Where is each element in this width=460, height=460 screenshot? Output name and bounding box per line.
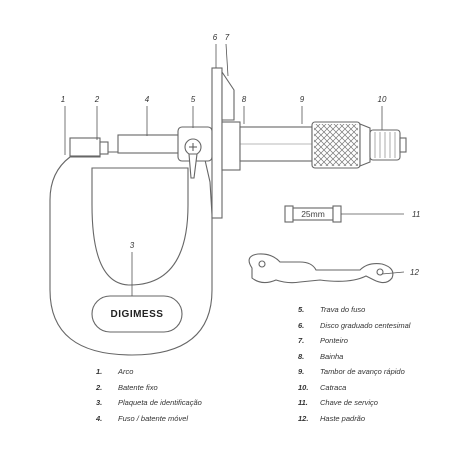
legend-number: 5. [298, 305, 305, 314]
callout-7: 7 [225, 33, 230, 42]
legend-item: 3. Plaqueta de identificação [96, 395, 202, 411]
fixed-anvil [69, 137, 101, 157]
standard-bar-end-left [284, 205, 294, 223]
legend-item: 12. Haste padrão [298, 411, 410, 427]
callout-11: 11 [412, 210, 420, 219]
sleeve [221, 121, 241, 171]
legend-number: 2. [96, 382, 103, 392]
legend-text: Catraca [320, 382, 347, 392]
legend-text: Trava do fuso [320, 305, 366, 314]
legend-text: Haste padrão [320, 413, 366, 423]
legend-item: 8. Bainha [298, 349, 410, 365]
standard-bar-end-right [332, 205, 342, 223]
legend-left: 1. Arco 2. Batente fixo 3. Plaqueta de iden… [96, 364, 202, 426]
thimble-taper [359, 123, 371, 167]
legend-number: 12. [298, 413, 309, 423]
legend-number: 7. [298, 336, 305, 345]
wrench-hole-right [376, 268, 384, 276]
legend-number: 4. [96, 413, 103, 423]
legend-item: 9. Tambor de avanço rápido [298, 364, 410, 380]
legend-text: Fuso / batente móvel [118, 413, 189, 423]
legend-text: Chave de serviço [320, 398, 378, 407]
legend-text: Ponteiro [320, 336, 348, 345]
legend-number: 10. [298, 382, 309, 392]
legend-right: 5. Trava do fuso 6. Disco graduado centesi… [298, 302, 410, 426]
spindle-lock-cross-icon [189, 143, 197, 151]
callout-6: 6 [213, 33, 218, 42]
legend-item: 5. Trava do fuso [298, 302, 410, 318]
callout-9: 9 [300, 95, 305, 104]
legend-item: 10. Catraca [298, 380, 410, 396]
thimble-knurl [314, 124, 358, 166]
callout-4: 4 [145, 95, 150, 104]
legend-number: 1. [96, 367, 103, 376]
legend-number: 3. [96, 398, 103, 407]
pointer [221, 70, 235, 121]
callout-1: 1 [61, 95, 65, 104]
callout-12: 12 [410, 268, 419, 277]
identification-plate [91, 295, 183, 333]
legend-number: 11. [298, 398, 308, 407]
spindle-lock-lever [188, 153, 198, 179]
ratchet-ribs [374, 132, 396, 158]
legend-text: Disco graduado centesimal [320, 320, 411, 330]
spindle [117, 134, 183, 154]
ratchet-cap [399, 137, 407, 153]
brand-logo: DIGIMESS [111, 309, 164, 320]
legend-item: 2. Batente fixo [96, 380, 202, 396]
callout-5: 5 [191, 95, 196, 104]
callout-2: 2 [94, 95, 100, 104]
leader-12 [381, 271, 405, 275]
callout-3: 3 [130, 241, 135, 250]
legend-text: Bainha [320, 351, 344, 361]
standard-bar-label: 25mm [301, 209, 325, 219]
legend-text: Plaqueta de identificação [118, 398, 202, 407]
legend-item: 11. Chave de serviço [298, 395, 410, 411]
legend-number: 9. [298, 367, 305, 376]
legend-item: 6. Disco graduado centesimal [298, 318, 410, 334]
legend-item: 1. Arco [96, 364, 202, 380]
frame-throat [91, 167, 189, 286]
wrench-hole-left [258, 260, 266, 268]
legend-text: Arco [118, 367, 134, 376]
leader-7 [225, 43, 229, 77]
legend-number: 8. [298, 351, 305, 361]
callout-10: 10 [378, 95, 387, 104]
fixed-anvil-tip [99, 141, 109, 155]
legend-text: Batente fixo [118, 382, 158, 392]
legend-text: Tambor de avanço rápido [320, 367, 405, 376]
legend-item: 4. Fuso / batente móvel [96, 411, 202, 427]
legend-item: 7. Ponteiro [298, 333, 410, 349]
graduated-disc [211, 67, 223, 219]
callout-8: 8 [242, 95, 247, 104]
service-wrench [248, 253, 394, 284]
legend-number: 6. [298, 320, 305, 330]
